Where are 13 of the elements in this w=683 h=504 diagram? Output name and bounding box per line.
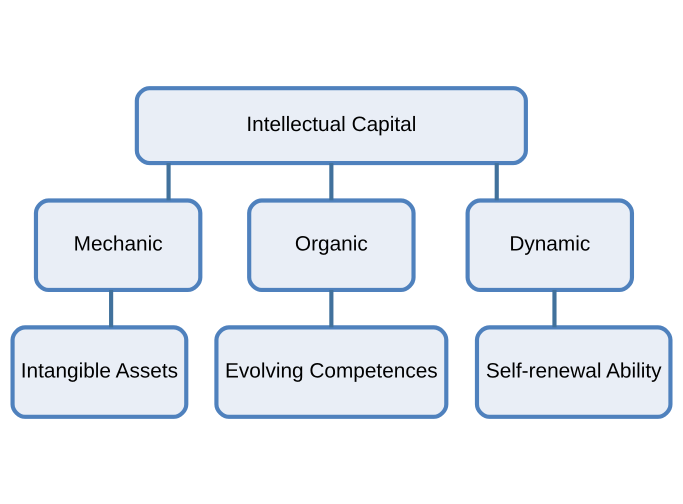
- node-box: Mechanic: [34, 198, 202, 292]
- node-box: Intellectual Capital: [134, 86, 528, 165]
- node-box: Intangible Assets: [10, 324, 188, 418]
- node-box: Organic: [247, 198, 416, 292]
- connector: [552, 289, 557, 327]
- connector: [109, 289, 114, 327]
- node-box: Dynamic: [466, 198, 634, 292]
- connector: [329, 289, 334, 327]
- connector: [166, 162, 171, 200]
- node-box: Evolving Competences: [214, 324, 448, 418]
- connector: [329, 162, 334, 200]
- connector: [494, 162, 499, 200]
- node-box: Self-renewal Ability: [474, 324, 673, 418]
